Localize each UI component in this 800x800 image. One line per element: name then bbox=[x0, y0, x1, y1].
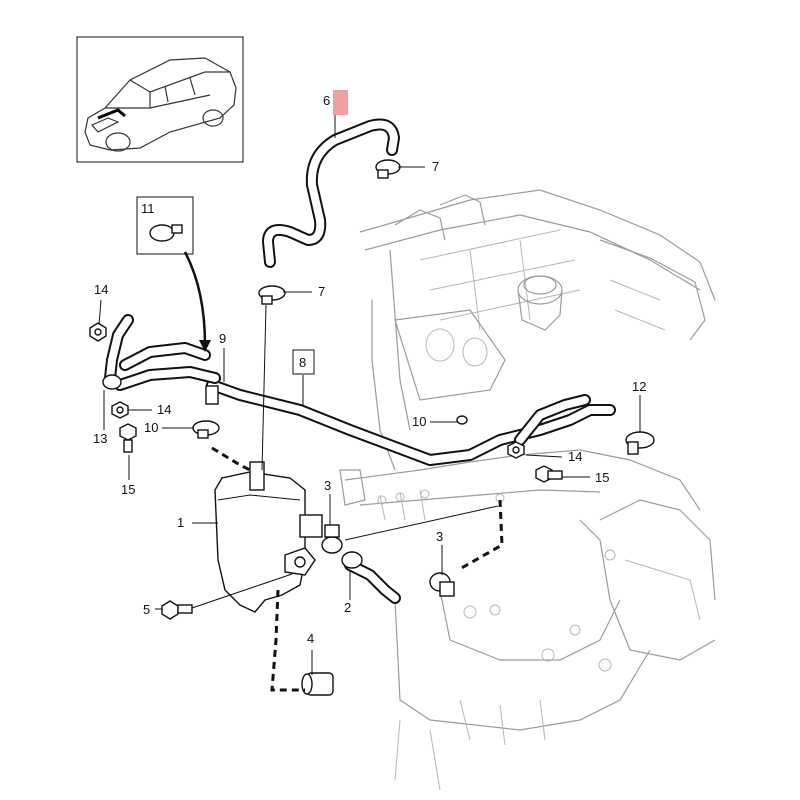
car-icon bbox=[84, 57, 237, 152]
callout-12: 12 bbox=[632, 379, 646, 394]
inset-engine-mark bbox=[97, 108, 126, 120]
engine-block bbox=[339, 189, 716, 791]
callout-14-left-lower: 14 bbox=[157, 402, 171, 417]
highlight-marker bbox=[333, 90, 348, 115]
bushing-4 bbox=[301, 672, 334, 696]
clamp-12 bbox=[625, 431, 655, 455]
callout-11: 11 bbox=[141, 201, 155, 216]
callout-15-left: 15 bbox=[121, 482, 135, 497]
nut-14-left-lower bbox=[111, 401, 129, 419]
callout-13: 13 bbox=[93, 431, 107, 446]
clamp-3-upper bbox=[321, 524, 343, 554]
callout-5: 5 bbox=[143, 602, 150, 617]
clamp-7-lower bbox=[258, 285, 286, 305]
vehicle-locator-inset bbox=[76, 36, 244, 163]
clamp-7-upper bbox=[375, 159, 401, 179]
callout-3-upper: 3 bbox=[324, 478, 331, 493]
detail-arrow-head bbox=[199, 340, 211, 352]
callout-8: 8 bbox=[299, 355, 306, 370]
callout-14-right: 14 bbox=[568, 449, 582, 464]
detail-arrow bbox=[183, 251, 207, 346]
callout-4: 4 bbox=[307, 631, 314, 646]
clamp-10-left bbox=[192, 420, 220, 439]
callout-9: 9 bbox=[219, 331, 226, 346]
callout-1: 1 bbox=[177, 515, 184, 530]
callout-labels: 1 2 3 3 4 5 6 7 7 8 9 10 10 11 12 13 14 … bbox=[93, 93, 646, 646]
callout-10-left: 10 bbox=[144, 420, 158, 435]
callout-box-8 bbox=[292, 349, 315, 375]
callout-7-lower: 7 bbox=[318, 284, 325, 299]
bolt-5 bbox=[161, 600, 193, 620]
hose-2 bbox=[341, 551, 401, 604]
callout-3-lower: 3 bbox=[436, 529, 443, 544]
callout-6: 6 bbox=[323, 93, 330, 108]
callout-7-upper: 7 bbox=[432, 159, 439, 174]
leader-lines bbox=[98, 115, 641, 675]
oil-separator-1 bbox=[214, 461, 323, 613]
callout-10-right: 10 bbox=[412, 414, 426, 429]
nut-14-right bbox=[507, 441, 525, 459]
bolt-15-right bbox=[535, 465, 563, 483]
clamp-11-detail bbox=[136, 196, 194, 255]
clamp-10-right bbox=[456, 415, 468, 425]
left-hose-assembly bbox=[102, 314, 221, 405]
callout-2: 2 bbox=[344, 600, 351, 615]
callout-14-left-upper: 14 bbox=[94, 282, 108, 297]
connection-lines bbox=[211, 446, 504, 692]
clamp-3-lower bbox=[429, 572, 455, 597]
hose-6 bbox=[262, 118, 400, 268]
callout-15-right: 15 bbox=[595, 470, 609, 485]
breather-pipe-8 bbox=[206, 379, 616, 466]
bolt-15-left bbox=[119, 423, 137, 453]
nut-14-left-upper bbox=[89, 322, 107, 342]
